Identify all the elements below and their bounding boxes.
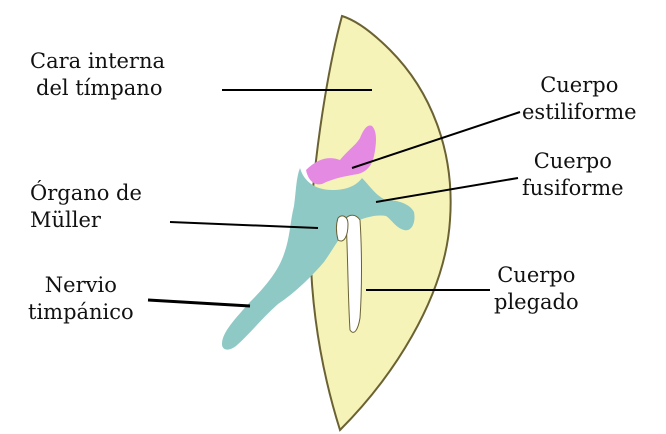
leader-nervio: [148, 300, 250, 306]
label-plegado-line1: Cuerpo: [494, 262, 579, 289]
label-fusiforme-line2: fusiforme: [522, 175, 624, 202]
label-cuerpo-estiliforme: Cuerpo estiliforme: [522, 72, 637, 126]
label-cuerpo-plegado: Cuerpo plegado: [494, 262, 579, 316]
label-cara-interna-line2: del tímpano: [30, 75, 165, 102]
label-nervio-line2: timpánico: [28, 299, 134, 326]
label-muller-line2: Müller: [30, 207, 142, 234]
label-estiliforme-line1: Cuerpo: [522, 72, 637, 99]
label-fusiforme-line1: Cuerpo: [522, 148, 624, 175]
label-organo-muller: Órgano de Müller: [30, 180, 142, 234]
label-nervio-timpanico: Nervio timpánico: [28, 272, 134, 326]
label-nervio-line1: Nervio: [28, 272, 134, 299]
label-cara-interna: Cara interna del tímpano: [30, 48, 165, 102]
label-plegado-line2: plegado: [494, 289, 579, 316]
label-estiliforme-line2: estiliforme: [522, 99, 637, 126]
label-cuerpo-fusiforme: Cuerpo fusiforme: [522, 148, 624, 202]
label-cara-interna-line1: Cara interna: [30, 48, 165, 75]
label-muller-line1: Órgano de: [30, 180, 142, 207]
